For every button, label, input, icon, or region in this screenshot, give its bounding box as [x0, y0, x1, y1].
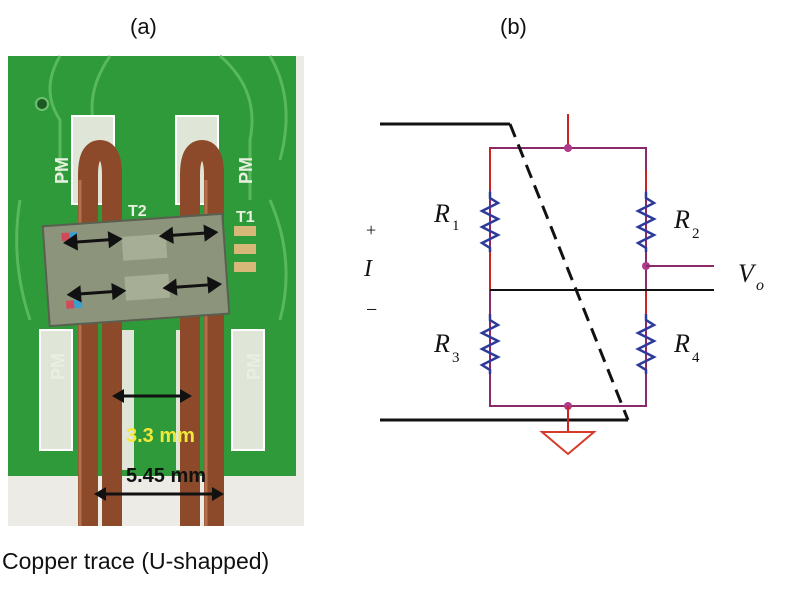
minus-label: − [366, 299, 377, 321]
r3-sub: 3 [452, 350, 460, 366]
board-trace [268, 199, 288, 321]
board-trace [15, 199, 32, 321]
plus-label: + [366, 220, 376, 240]
dashed-diagonal [508, 123, 630, 421]
copper-trace-right [180, 139, 224, 526]
pad-bottom-right [231, 329, 265, 451]
resistor-r2-symbol [635, 192, 657, 252]
ground-symbol [539, 431, 597, 456]
bridge-circuit: + I − R 1 R 2 R 3 R 4 V o [363, 114, 764, 456]
solder-pad [234, 262, 256, 272]
node-top [564, 144, 572, 152]
pcb-mark-pm: PM [244, 353, 264, 380]
r2-sub: 2 [692, 226, 700, 242]
dimension-outer [94, 487, 224, 501]
dimension-outer-label: 5.45 mm [126, 465, 206, 487]
bridge-frame [489, 147, 647, 407]
solder-pad [234, 244, 256, 254]
r1-letter: R [433, 199, 450, 228]
dimension-inner [112, 389, 192, 403]
panel-b-label: (b) [500, 14, 527, 39]
via-hole [35, 97, 49, 111]
r4-sub: 4 [692, 350, 700, 366]
r1-sub: 1 [452, 218, 460, 234]
copper-trace-left [78, 139, 122, 526]
sensor-chip [41, 212, 231, 328]
resistor-r1-symbol [479, 192, 501, 252]
photo-caption: Copper trace (U-shapped) [2, 548, 270, 574]
board-trace [268, 55, 288, 161]
r4-letter: R [673, 329, 690, 358]
vo-sub: o [756, 277, 764, 294]
r3-letter: R [433, 329, 450, 358]
pcb-mark-t2: T2 [128, 203, 147, 220]
r2-letter: R [673, 205, 690, 234]
pcb-mark-pm: PM [48, 353, 68, 380]
board-trace [219, 54, 254, 200]
resistor-r3-symbol [479, 314, 501, 374]
board-trace [48, 55, 62, 180]
dimension-inner-label: 3.3 mm [126, 425, 195, 447]
pcb-mark-pm: PM [236, 157, 256, 184]
pad-bottom-left [39, 329, 73, 451]
pcb-mark-t1: T1 [236, 209, 255, 226]
pcb-photo: PM PM PM PM T1 T2 [8, 54, 304, 526]
current-label: I [363, 256, 373, 282]
solder-pad [234, 226, 256, 236]
vo-letter: V [738, 259, 757, 288]
panel-a-label: (a) [130, 14, 157, 39]
resistor-r4-symbol [635, 314, 657, 374]
pcb-mark-pm: PM [52, 157, 72, 184]
